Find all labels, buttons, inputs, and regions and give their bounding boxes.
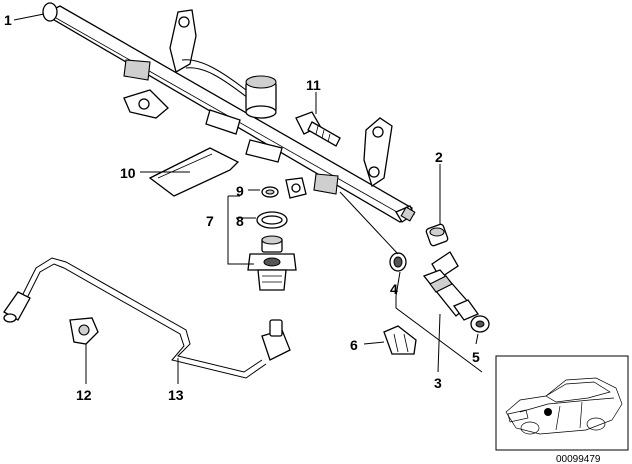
leader-lines <box>13 13 483 384</box>
reference-number: 00099479 <box>556 454 601 464</box>
callout-6: 6 <box>350 337 358 353</box>
plate <box>148 147 240 197</box>
rail-pressure-regulator <box>245 75 277 119</box>
callout-12: 12 <box>76 387 92 403</box>
cap <box>425 223 449 247</box>
callout-13: 13 <box>168 387 184 403</box>
bolt <box>295 111 341 147</box>
car-inset <box>495 355 629 451</box>
callout-3: 3 <box>434 375 442 391</box>
callout-1: 1 <box>4 12 12 28</box>
callout-8: 8 <box>236 213 244 229</box>
callout-11: 11 <box>306 77 321 93</box>
callout-7: 7 <box>206 213 214 229</box>
callout-5: 5 <box>472 349 480 365</box>
pressure-regulator <box>247 235 297 291</box>
fuel-line <box>3 257 291 379</box>
callout-2: 2 <box>435 149 443 165</box>
injector <box>422 251 479 321</box>
callout-labels: 1 2 3 4 5 6 7 8 9 10 11 12 13 <box>4 12 480 403</box>
clip <box>383 325 417 355</box>
callout-9: 9 <box>236 183 244 199</box>
callout-10: 10 <box>120 165 136 181</box>
hose-clamp <box>69 317 99 345</box>
fuel-rail <box>42 2 416 223</box>
callout-4: 4 <box>390 281 398 297</box>
